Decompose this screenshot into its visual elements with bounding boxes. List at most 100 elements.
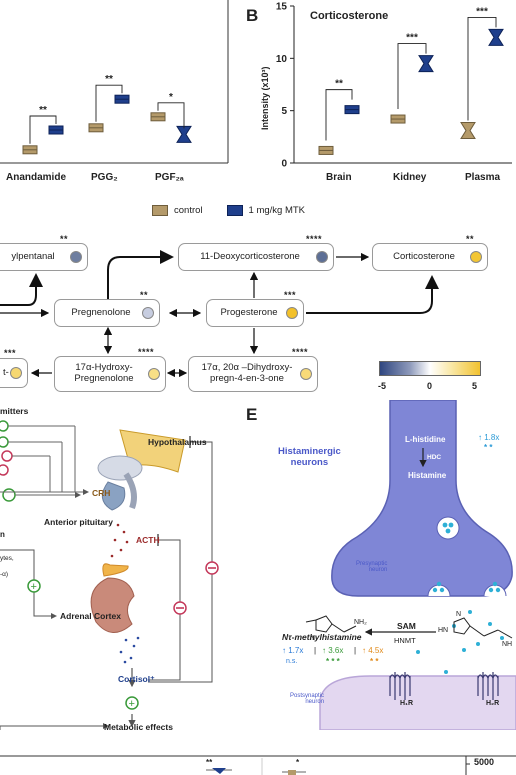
panel-a-xtick-0: Anandamide	[6, 172, 67, 183]
panel-a-xtick-1: PGG₂	[91, 172, 118, 183]
panel-e-diagram: HN N NH N NH₂	[305, 400, 516, 730]
node-corticosterone-label: Corticosterone	[393, 250, 455, 262]
panel-a-sig-0-bracket	[29, 115, 57, 144]
node-pregnenolone: Pregnenolone	[54, 299, 160, 327]
panel-a-chart: *****	[0, 0, 229, 164]
panel-e-title: Histaminergic neurons	[278, 446, 341, 468]
bottom-ytick: 5000	[474, 757, 495, 767]
l-histidine-stars: * *	[484, 443, 493, 452]
bottom-stars-2: *	[296, 758, 300, 767]
node-ylpentanal: ylpentanal	[0, 243, 88, 271]
panel-b-sig-2-stars: ***	[476, 6, 488, 17]
svg-text:N: N	[310, 635, 315, 642]
color-scale-tick-0: -5	[378, 381, 387, 391]
node-17a-hydroxy-pregnenolone-stars: ****	[138, 347, 155, 357]
cortisol-label: Cortisol⁺	[118, 674, 155, 684]
panel-b-sig-2-bracket	[467, 16, 497, 121]
node-17a-hydroxy-pregnenolone-dot	[148, 368, 160, 380]
l-histidine-fc: ↑ 1.8x	[478, 433, 500, 442]
product-stars-3: * *	[370, 657, 379, 666]
postsynaptic-neuron-shape	[319, 675, 516, 730]
crh-label: CRH	[92, 488, 111, 498]
anterior-pituitary-label: Anterior pituitary	[44, 517, 113, 527]
panel-a-sig-2-bracket	[157, 102, 185, 129]
product-label: Nτ-methylhistamine	[282, 632, 362, 642]
legend-control-label: control	[174, 205, 203, 216]
node-17a20a-dihydroxy: 17α, 20α –Dihydroxy- pregn-4-en-3-one	[188, 356, 318, 392]
panel-d-left-text-1: n	[0, 530, 5, 539]
legend-control-swatch	[152, 205, 168, 216]
node-pregnenolone-stars: **	[140, 290, 149, 300]
product-fc-sep-2: |	[354, 646, 357, 655]
panel-b-sig-1-bracket	[397, 43, 427, 110]
svg-text:HN: HN	[438, 627, 448, 634]
panel-b-control-box-2	[460, 122, 476, 140]
product-stars-2: * * *	[326, 657, 340, 666]
product-fc-3: ↑ 4.5x	[362, 646, 384, 655]
panel-b-ytick-1: 5	[281, 106, 287, 117]
panel-b-sig-0-bracket	[325, 89, 353, 141]
bottom-panel	[0, 755, 516, 775]
panel-a-xtick-2: PGF₂ₐ	[155, 172, 184, 183]
panel-d-header: mitters	[0, 406, 29, 416]
presynaptic-neuron-shape	[331, 400, 513, 597]
svg-text:+: +	[31, 581, 37, 593]
panel-a-sig-1-bracket	[95, 84, 123, 122]
product-fc-2: ↑ 3.6x	[322, 646, 344, 655]
panel-b-mtk-box-2	[488, 28, 504, 46]
color-scale-tick-1: 0	[427, 381, 433, 391]
node-17a-hydroxy-pregnenolone-label: 17α-Hydroxy- Pregnenolone	[74, 362, 134, 384]
node-t-label: t-	[3, 366, 9, 378]
node-17a20a-dihydroxy-stars: ****	[292, 347, 309, 357]
panel-a-mtk-box-2	[176, 125, 192, 143]
node-progesterone-dot	[286, 307, 298, 319]
legend: control 1 mg/kg MTK	[152, 205, 305, 216]
panel-b-title: Corticosterone	[310, 10, 389, 22]
h1r-label: H₁R	[400, 700, 414, 707]
postsynaptic-label: Postsynaptic neuron	[290, 693, 325, 705]
node-17a20a-dihydroxy-dot	[300, 368, 312, 380]
panel-b-ylabel: Intensity (x10³)	[260, 66, 270, 130]
l-histidine-label: L-histidine	[405, 435, 446, 444]
node-11-deoxycorticosterone-label: 11-Deoxycorticosterone	[200, 250, 300, 262]
product-fc-1: ↑ 1.7x	[282, 646, 304, 655]
hdc-label: HDC	[427, 454, 442, 461]
panel-b-xtick-1: Kidney	[393, 172, 427, 183]
node-11-deoxycorticosterone-dot	[316, 251, 328, 263]
color-scale-bar	[379, 361, 481, 376]
panel-b-sig-1-stars: ***	[406, 33, 418, 44]
vesicles	[427, 516, 507, 597]
panel-b-xtick-2: Plasma	[465, 172, 501, 183]
node-ylpentanal-stars: **	[60, 234, 69, 244]
product-fc-sep-1: |	[314, 646, 317, 655]
panel-d-diagram: + +	[0, 420, 219, 730]
panel-b-ytick-0: 0	[281, 159, 287, 170]
histamine-label: Histamine	[408, 471, 447, 480]
node-t-stars: ***	[4, 348, 17, 358]
panel-d-left-text-3: -α)	[0, 571, 9, 578]
panel-b-ytick-3: 15	[276, 2, 288, 13]
adrenal-cortex-label: Adrenal Cortex	[60, 611, 121, 621]
node-progesterone-stars: ***	[284, 290, 297, 300]
panel-a-sig-0-stars: **	[39, 105, 47, 116]
node-ylpentanal-label: ylpentanal	[11, 250, 55, 262]
node-corticosterone: Corticosterone	[372, 243, 488, 271]
panel-a-sig-1-stars: **	[105, 74, 113, 85]
node-progesterone-label: Progesterone	[220, 306, 278, 318]
node-pregnenolone-dot	[142, 307, 154, 319]
node-progesterone: Progesterone	[206, 299, 304, 327]
svg-text:+: +	[129, 698, 135, 710]
node-17a-hydroxy-pregnenolone: 17α-Hydroxy- Pregnenolone	[54, 356, 166, 392]
panel-a-sig-2-stars: *	[169, 92, 173, 103]
node-corticosterone-stars: **	[466, 234, 475, 244]
node-ylpentanal-dot	[70, 251, 82, 263]
sam-label: SAM	[397, 621, 416, 631]
color-scale-tick-2: 5	[472, 381, 478, 391]
svg-text:NH₂: NH₂	[354, 619, 367, 626]
hypothalamus-label: Hypothalamus	[148, 437, 207, 447]
node-corticosterone-dot	[470, 251, 482, 263]
hnmt-label: HNMT	[394, 636, 416, 645]
panel-d-left-text-2: ytes,	[0, 555, 14, 562]
node-t: t-	[0, 358, 28, 388]
